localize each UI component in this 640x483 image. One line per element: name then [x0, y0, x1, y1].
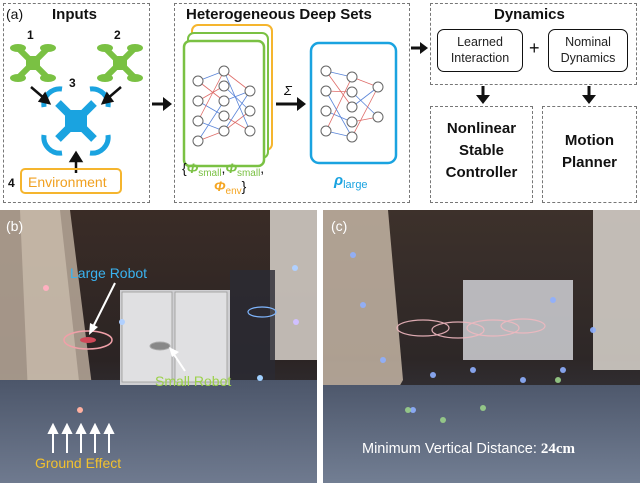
controller-box: [430, 106, 533, 203]
input-arrows: [30, 86, 122, 173]
nominal-line2: Dynamics: [560, 51, 616, 65]
small-drone-1-icon: [10, 44, 56, 82]
plus-sign: +: [529, 38, 540, 58]
controller-line1: Nonlinear: [446, 120, 517, 137]
small-robot-pointer-icon: [169, 347, 186, 372]
photo-c: [323, 210, 640, 483]
photo-c-scene: [323, 210, 640, 483]
drone-number-3: 3: [69, 76, 76, 90]
dynamics-title: Dynamics: [494, 6, 565, 23]
phi-set-label: {Φsmall,Φsmall,: [182, 160, 264, 179]
large-robot-label: Large Robot: [70, 265, 148, 281]
inputs-diagram: 1 2 3: [8, 28, 143, 194]
planner-line1: Motion: [564, 132, 615, 149]
sum-symbol: Σ: [283, 83, 293, 98]
large-drone-icon: [41, 86, 111, 156]
environment-box: [20, 168, 122, 194]
drone-number-2: 2: [114, 28, 121, 42]
min-distance-value: 24cm: [540, 441, 576, 457]
ground-effect-label: Ground Effect: [35, 455, 122, 471]
inputs-title: Inputs: [52, 6, 97, 23]
deep-sets-diagram: Σ: [182, 24, 398, 197]
ground-effect-arrows-icon: [47, 423, 115, 453]
learned-line1: Learned: [457, 35, 503, 49]
inputs-box: [3, 3, 150, 203]
controller-label: Nonlinear Stable Controller: [430, 118, 533, 184]
deep-sets-box: [174, 3, 410, 203]
arrow-to-deepsets-icon: [152, 97, 172, 111]
down-arrows-icon: [476, 86, 596, 104]
phi-network-icon: [192, 65, 256, 147]
planner-label: Motion Planner: [542, 130, 637, 174]
planner-box: [542, 106, 637, 203]
panel-b-label: (b): [6, 218, 24, 234]
phi-env-label: Φenv}: [214, 178, 247, 197]
env-number: 4: [8, 176, 15, 190]
nominal-line1: Nominal: [565, 35, 611, 49]
environment-label: Environment: [28, 174, 107, 190]
min-vertical-distance: Minimum Vertical Distance: 24cm: [362, 441, 575, 458]
photo-b: [0, 210, 317, 483]
controller-line3: Controller: [445, 164, 518, 181]
controller-line2: Stable: [458, 142, 504, 159]
planner-line2: Planner: [561, 154, 618, 171]
large-robot-pointer-icon: [89, 282, 116, 335]
small-drone-2-icon: [97, 44, 143, 82]
panel-a-label: (a): [6, 6, 24, 22]
rho-network-icon: [320, 65, 384, 143]
learned-line2: Interaction: [450, 51, 510, 65]
panel-c-label: (c): [331, 218, 348, 234]
arrow-to-dynamics-icon: [411, 42, 428, 54]
photo-b-scene: [0, 210, 317, 483]
dynamics-box: [430, 3, 637, 85]
rho-label: ρlarge: [333, 172, 368, 191]
learned-interaction-box: Learned Interaction: [437, 29, 523, 72]
min-distance-caption: Minimum Vertical Distance:: [362, 441, 541, 457]
small-robot-label: Small Robot: [155, 373, 232, 389]
deep-sets-title: Heterogeneous Deep Sets: [186, 6, 372, 23]
nominal-dynamics-box: Nominal Dynamics: [548, 29, 628, 72]
drone-number-1: 1: [27, 28, 34, 42]
